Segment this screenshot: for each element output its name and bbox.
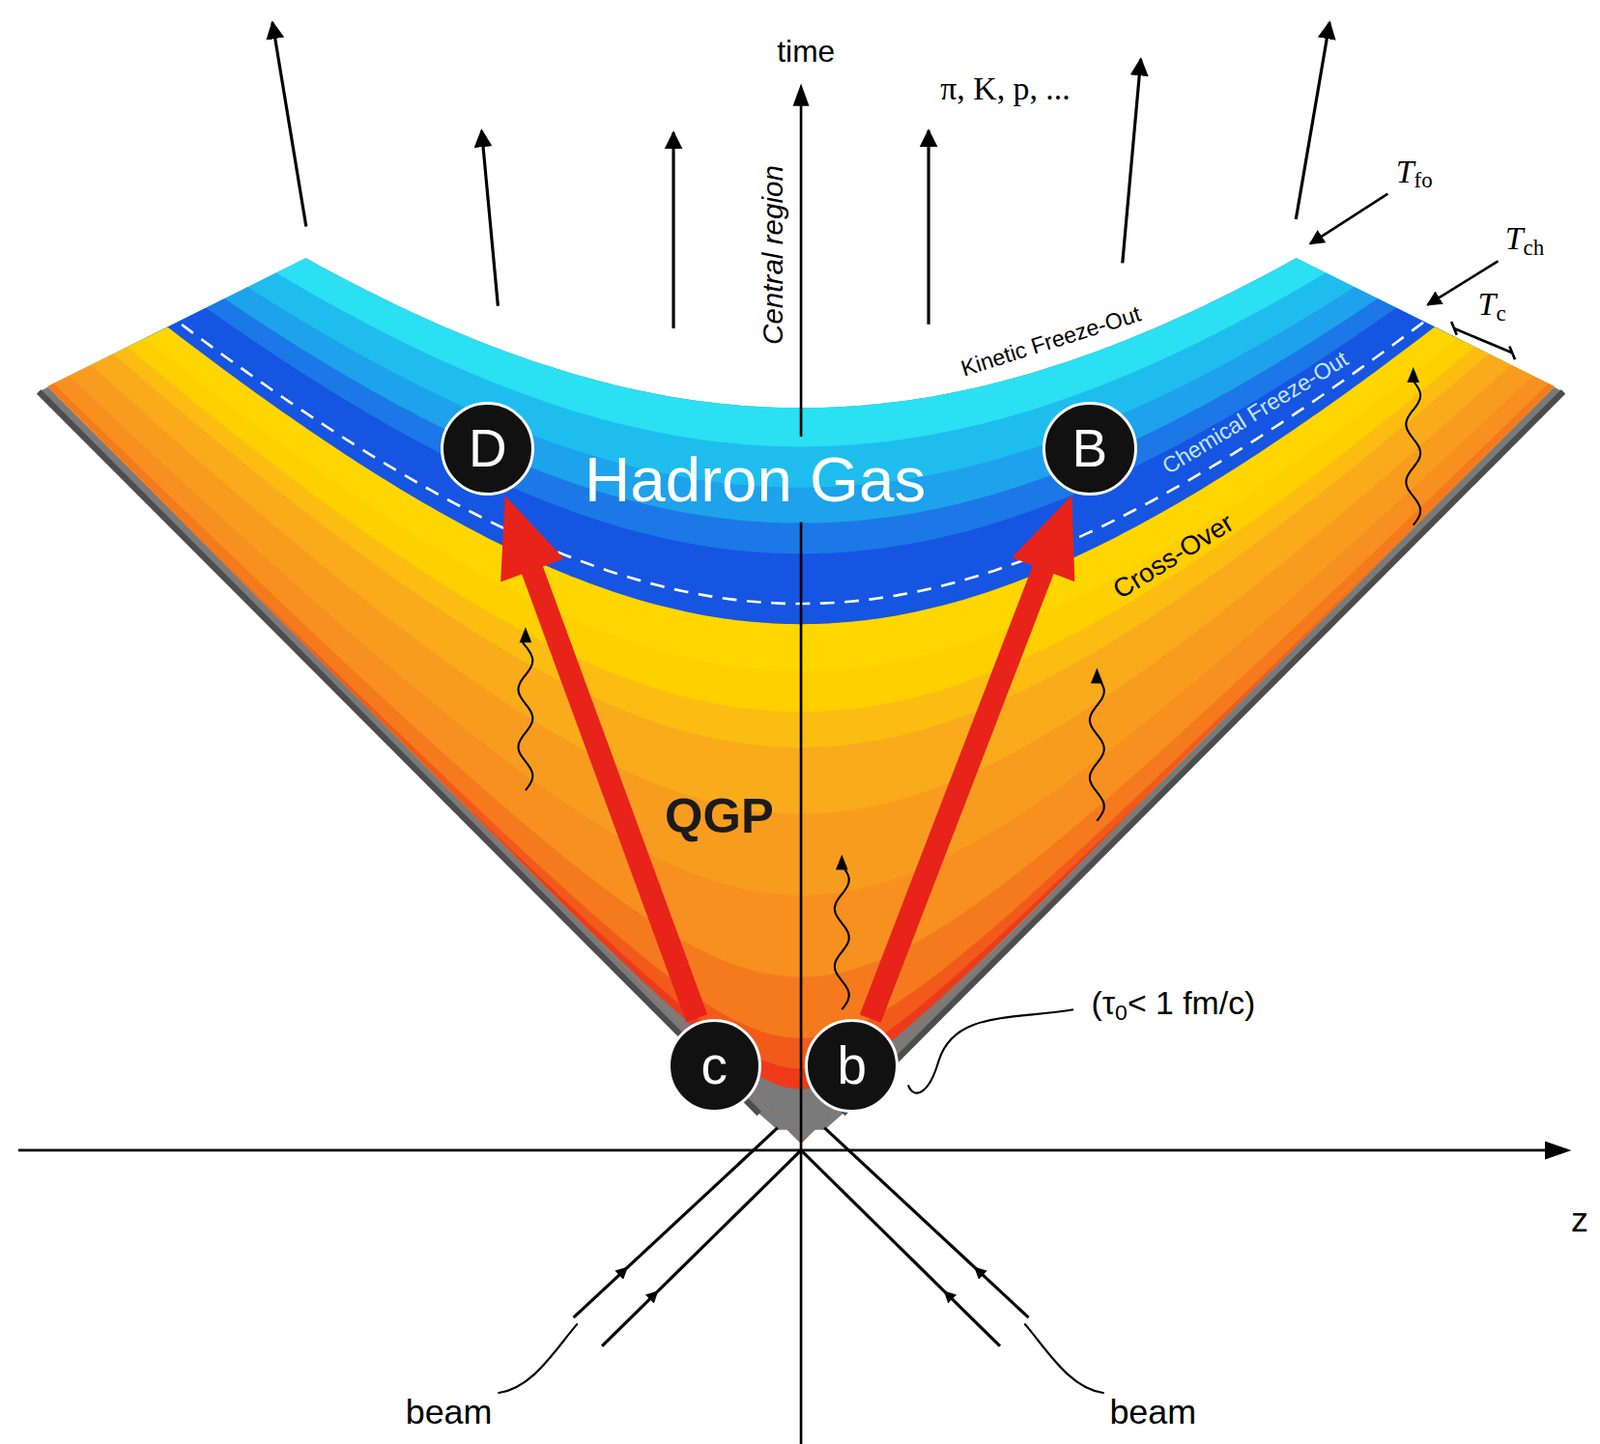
medium-band [0,332,1600,1444]
circle-letter: b [837,1039,868,1093]
beam-direction [974,1267,990,1282]
subscript-label: fo [1414,168,1433,193]
photon-arrow [834,866,850,1010]
label-group: (τ0< 1 fm/c) [1091,984,1257,1026]
label-group: Tch [1505,220,1544,261]
medium-band [0,335,1600,1444]
z-axis [18,1149,1551,1153]
red-arrow [859,495,1075,1024]
label-group: time [776,33,835,69]
photon-arrow [518,639,534,791]
leader-line [908,1009,1074,1093]
text-label: T [1478,285,1497,322]
beam-direction [612,1267,628,1282]
text-label: T [1396,153,1415,190]
pointer-arrow [1310,194,1388,245]
particle-arrow [481,130,498,307]
beam-line [800,1150,1000,1347]
particle-arrow [272,22,307,227]
label-group: z [1571,1200,1589,1241]
axis-arrowhead [793,84,810,107]
red-arrow [500,495,708,1023]
label-group: Hadron Gas [584,443,926,516]
label-group: π, K, p, ... [940,70,1070,109]
photon-arrows [518,367,1422,1010]
text-label: Central region [755,165,788,345]
medium-band [0,272,1600,1444]
text-label: Hadron Gas [584,444,926,515]
subscript-label: 0 [1114,1000,1128,1026]
medium-band [0,51,1600,1444]
gray-zone [0,51,1600,1444]
medium-band [0,321,1600,1444]
label-group: Tc [1478,287,1507,325]
leader-line [497,1323,577,1394]
circle-letter: c [701,1039,728,1093]
beam-line [601,1150,801,1347]
range-bar [1454,328,1513,353]
text-label: time [776,33,835,69]
time-axis [800,102,803,437]
letter-circle: D [440,401,535,496]
photon-arrow [1405,379,1421,526]
time-axis [800,522,803,1444]
text-label: T [1505,220,1524,257]
subscript-label: ch [1523,235,1545,260]
photon-arrowhead [519,627,533,643]
text-label: beam [1109,1393,1197,1432]
circle-letter: B [1072,422,1109,476]
medium-bands [0,51,1600,1444]
label-group: beam [405,1393,493,1433]
label-group: Tfo [1396,153,1433,195]
medium-band [0,77,1600,1444]
label-group: Central region [755,165,789,345]
light-cone-edge [842,391,1564,1115]
photon-arrowhead [1090,668,1104,685]
letter-circle: b [804,1019,899,1114]
text-label: beam [405,1393,493,1432]
text-label: π, K, p, ... [940,70,1070,107]
photon-arrow [1089,680,1105,822]
letter-circle: c [667,1019,762,1114]
axis-arrowhead [1544,1141,1572,1160]
label-group: QGP [664,788,774,845]
medium-band [0,337,1600,1444]
text-label: < 1 fm/c) [1127,984,1256,1022]
text-label: z [1571,1200,1589,1240]
label-group: beam [1109,1393,1197,1433]
circle-letter: D [468,422,508,476]
leader-line [1024,1323,1104,1394]
beam-line [573,1128,778,1318]
particle-arrow [926,130,930,325]
subscript-label: c [1495,301,1506,326]
beam-direction [642,1291,658,1307]
text-label: QGP [664,788,774,844]
letter-circle: B [1042,401,1137,496]
medium-band [0,300,1600,1444]
particle-arrow [671,132,675,329]
beam-line [824,1128,1029,1318]
range-bar [1509,345,1515,360]
photon-arrowhead [835,855,849,871]
range-bar [1451,321,1458,336]
pre-equilibrium-zone [0,51,1600,1444]
text-label: (τ [1091,984,1116,1022]
beam-direction [944,1291,960,1307]
particle-arrow [1122,58,1142,263]
particle-arrow [1295,22,1330,220]
photon-arrowhead [1406,367,1420,383]
